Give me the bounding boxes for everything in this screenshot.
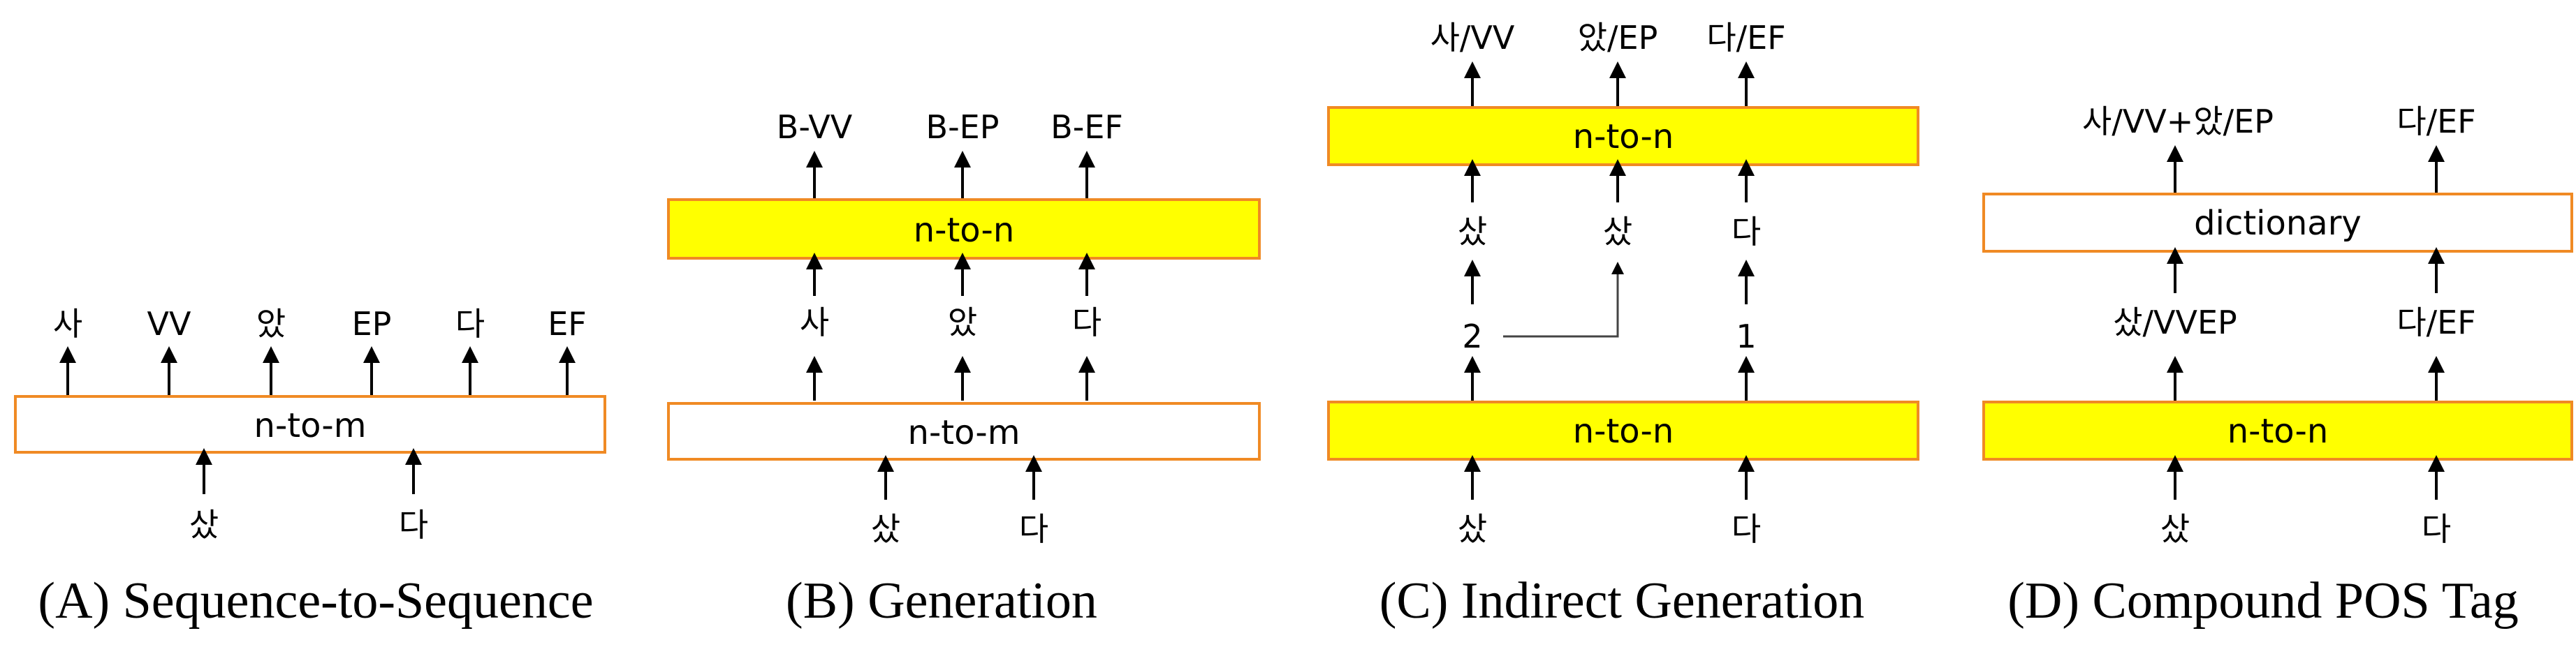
panel-a-caption: (A) Sequence-to-Sequence: [38, 572, 593, 630]
panel-b: B-VV B-EP B-EF n-to-n 사 았 다 n-to-m 샀 다 (…: [667, 108, 1261, 630]
panel-c-input-1: 샀: [1458, 510, 1487, 548]
panel-d-middle-2: 다/EF: [2396, 304, 2475, 341]
panel-b-top-box: [667, 198, 1261, 260]
panel-d-input-2: 다: [2422, 510, 2451, 548]
panel-b-middle-3: 다: [1072, 304, 1102, 341]
panel-c-output-1: 사/VV: [1430, 19, 1515, 57]
panel-b-output-3: B-EF: [1051, 108, 1123, 146]
panel-c-output-3: 다/EF: [1706, 19, 1785, 57]
panel-b-output-2: B-EP: [926, 108, 1000, 146]
panel-a: n-to-m 사 VV 았 EP 다 EF 샀 다 (A) Sequence-t…: [14, 305, 606, 630]
panel-a-input-2: 다: [399, 506, 428, 544]
panel-b-input-2: 다: [1019, 510, 1048, 548]
panel-b-middle-2: 았: [948, 304, 977, 341]
panel-c-bottom-box: [1327, 401, 1919, 461]
panel-a-output-4: EP: [352, 305, 392, 343]
panel-c-output-2: 았/EP: [1578, 19, 1658, 57]
panel-c-middle-3: 다: [1732, 213, 1761, 251]
panel-a-box: [14, 395, 606, 454]
copy-connector-arrow-icon: [1503, 262, 1624, 338]
panel-c-count-2: 1: [1736, 318, 1756, 355]
panel-a-box-label: n-to-m: [254, 406, 367, 445]
panel-c: 사/VV 았/EP 다/EF n-to-n 샀 샀 다 2 1 n-to-n 샀…: [1327, 19, 1919, 630]
panel-a-input-1: 샀: [189, 506, 219, 544]
panel-a-output-6: EF: [548, 305, 587, 343]
panel-c-count-1: 2: [1462, 318, 1482, 355]
panel-a-output-5: 다: [455, 305, 485, 343]
panel-d-output-1: 사/VV+았/EP: [2082, 103, 2274, 140]
panel-a-output-2: VV: [147, 305, 191, 343]
panel-b-top-box-label: n-to-n: [914, 211, 1015, 250]
panel-d-top-box-label: dictionary: [2194, 204, 2362, 243]
panel-c-top-box: [1327, 106, 1919, 166]
panel-d-middle-1: 샀/VVEP: [2113, 304, 2237, 341]
panel-b-middle-1: 사: [800, 304, 829, 341]
panel-b-caption: (B) Generation: [786, 572, 1097, 630]
panel-d-top-box: [1982, 193, 2573, 253]
panel-b-bottom-box: [667, 402, 1261, 461]
panel-c-input-2: 다: [1732, 510, 1761, 548]
panel-d-input-1: 샀: [2160, 510, 2190, 548]
panel-d-bottom-box-label: n-to-n: [2227, 412, 2329, 451]
panel-d-output-2: 다/EF: [2396, 103, 2475, 140]
panel-d-bottom-box: [1982, 401, 2573, 461]
panel-c-middle-1: 샀: [1458, 213, 1487, 251]
panel-a-output-3: 았: [256, 305, 286, 343]
panel-c-bottom-box-label: n-to-n: [1573, 412, 1674, 451]
panel-c-middle-2: 샀: [1603, 213, 1632, 251]
panel-d-caption: (D) Compound POS Tag: [2007, 572, 2518, 630]
panel-b-bottom-box-label: n-to-m: [908, 413, 1020, 452]
panel-c-top-box-label: n-to-n: [1573, 117, 1674, 156]
panel-b-input-1: 샀: [871, 510, 900, 548]
panel-a-output-1: 사: [53, 305, 82, 343]
panel-d: 사/VV+았/EP 다/EF dictionary 샀/VVEP 다/EF n-…: [1982, 103, 2573, 630]
panel-b-output-1: B-VV: [777, 108, 853, 146]
panel-c-caption: (C) Indirect Generation: [1380, 572, 1864, 630]
